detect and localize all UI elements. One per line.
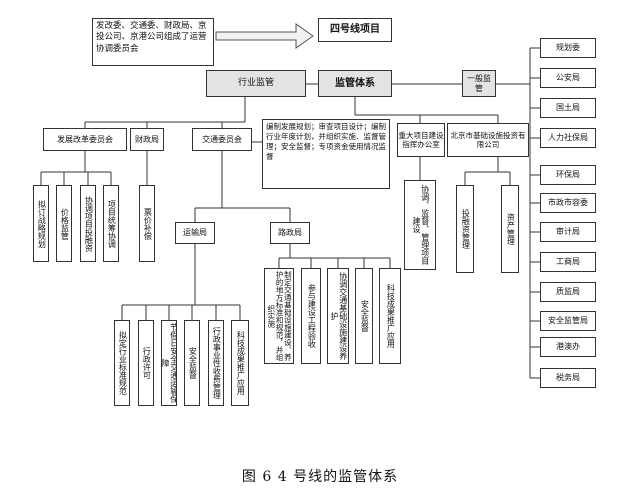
road-bureau-duty-2: 参与建设工程验收 (301, 268, 321, 364)
agency-1: 规划委 (540, 38, 596, 58)
agency-6: 市政市容委 (540, 193, 596, 213)
transport-bureau-duty-1: 拟定行业标准规范 (114, 320, 130, 406)
ndrc-duty-1: 拟订战略规划 (33, 185, 49, 262)
agency-11: 港澳办 (540, 337, 596, 357)
agency-4: 人力社保局 (540, 128, 596, 148)
finance-duty-1: 票价补偿 (139, 185, 155, 262)
investment-duty-2: 资产管理 (501, 185, 519, 273)
agency-3: 国土局 (540, 98, 596, 118)
agency-10: 安全监管局 (540, 311, 596, 331)
arrow-shape (215, 23, 314, 49)
major-project-office-box: 重大项目建设指挥办公室 (397, 123, 445, 157)
agency-8: 工商局 (540, 252, 596, 272)
transport-duties-note: 编制发展规划；审查项目设计；编制行业年度计划，并组织实施、监督管理；安全监督；专… (262, 119, 390, 189)
finance-box: 财政局 (130, 128, 164, 151)
road-bureau-duty-1: 制定交通基础设施建设、养护的地方标准和规范，并组织实施 (264, 268, 294, 364)
transport-bureau-duty-5: 行政事业性收费管理 (208, 320, 224, 406)
road-bureau-duty-3: 协调交通基础设施建设养护 (327, 268, 349, 364)
road-bureau-box: 路政局 (270, 222, 310, 244)
ndrc-duty-2: 价格监管 (56, 185, 72, 262)
ndrc-duty-4: 项目统筹协调 (103, 185, 119, 262)
committee-note: 发改委、交通委、财政局、京投公司、京港公司组成了运营协调委员会 (92, 18, 214, 66)
ndrc-box: 发展改革委员会 (43, 128, 127, 151)
project-title: 四号线项目 (318, 18, 392, 42)
transport-bureau-duty-2: 行政许可 (138, 320, 154, 406)
transport-committee-box: 交通委员会 (192, 128, 252, 151)
transport-bureau-duty-3: 节假日安全交通运输保障 (161, 320, 177, 406)
infrastructure-investment-box: 北京市基础设施投资有限公司 (447, 123, 529, 157)
investment-duty-1: 投融资管理 (456, 185, 474, 273)
agency-7: 审计局 (540, 222, 596, 242)
industry-supervision: 行业监管 (206, 70, 306, 97)
road-bureau-duty-4: 安全监督 (355, 268, 373, 364)
agency-9: 质监局 (540, 282, 596, 302)
agency-12: 税务局 (540, 368, 596, 388)
major-office-duty-1: 协调、监督、管理项目建设 (404, 180, 436, 270)
system-title: 监管体系 (318, 70, 392, 97)
agency-5: 环保局 (540, 165, 596, 185)
transport-bureau-duty-4: 安全监督 (184, 320, 200, 406)
road-bureau-duty-5: 科技成果推广应用 (379, 268, 401, 364)
ndrc-duty-3: 协调项目投融资 (80, 185, 96, 262)
agency-2: 公安局 (540, 68, 596, 88)
transport-bureau-box: 运输局 (175, 222, 215, 244)
general-supervision: 一般监管 (462, 70, 496, 97)
figure-caption: 图 6 4 号线的监管体系 (241, 469, 399, 485)
transport-bureau-duty-6: 科技成果推广应用 (231, 320, 249, 406)
